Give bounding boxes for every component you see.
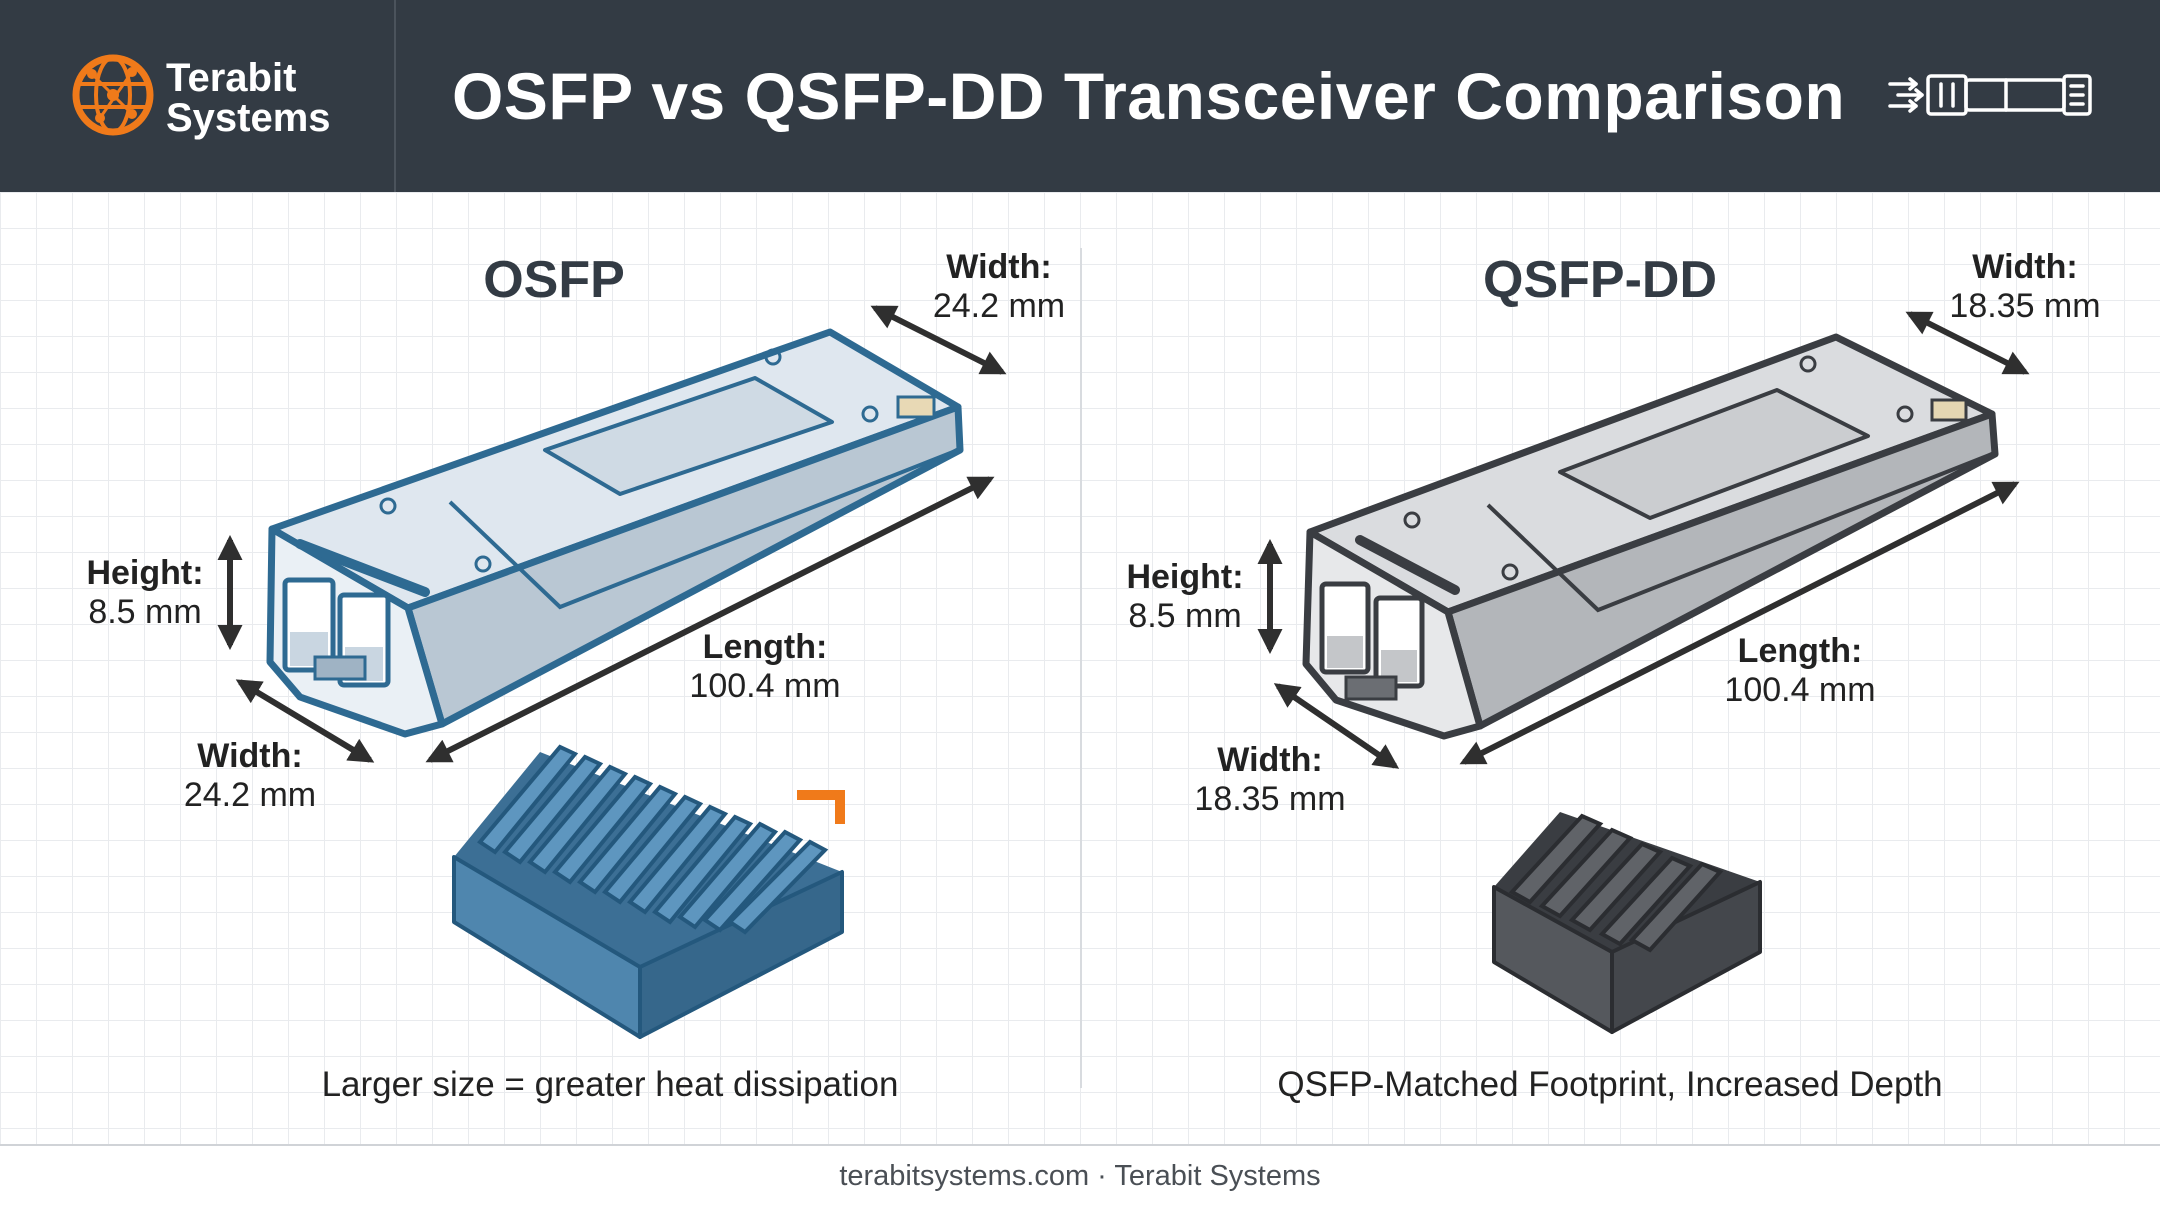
- brand-line-1: Terabit: [166, 56, 297, 100]
- header-divider: [394, 0, 396, 192]
- osfp-heatsink-illustration: [452, 744, 845, 1039]
- qsfpdd-height-title: Height:: [1126, 558, 1244, 596]
- osfp-width-top-title: Width:: [946, 248, 1052, 286]
- qsfpdd-width-bottom-title: Width:: [1217, 741, 1323, 779]
- qsfpdd-height-value: 8.5 mm: [1128, 597, 1242, 635]
- qsfpdd-width-top-value: 18.35 mm: [1949, 287, 2101, 325]
- qsfpdd-dimension-arrows: [1257, 311, 2030, 769]
- footer-rule: [0, 1144, 2160, 1146]
- panel-divider: [1080, 248, 1082, 1088]
- qsfpdd-caption: QSFP-Matched Footprint, Increased Depth: [1277, 1065, 1943, 1104]
- osfp-width-bottom-title: Width:: [197, 737, 303, 775]
- footer-text: terabitsystems.com · Terabit Systems: [839, 1160, 1321, 1192]
- osfp-width-bottom-label: Width: 24.2 mm: [160, 737, 340, 815]
- qsfpdd-width-top-label: Width: 18.35 mm: [1930, 248, 2120, 326]
- comparison-diagram: [217, 305, 2030, 1039]
- footer: terabitsystems.com · Terabit Systems: [0, 1146, 2160, 1206]
- header-bar: Terabit Systems OSFP vs QSFP-DD Transcei…: [0, 0, 2160, 192]
- osfp-dimension-arrows: [217, 305, 1007, 763]
- qsfpdd-height-label: Height: 8.5 mm: [1110, 558, 1260, 636]
- osfp-width-top-label: Width: 24.2 mm: [904, 248, 1094, 326]
- osfp-caption: Larger size = greater heat dissipation: [321, 1065, 899, 1104]
- qsfpdd-width-bottom-value: 18.35 mm: [1194, 780, 1346, 818]
- brand-name: Terabit Systems: [166, 58, 331, 138]
- globe-network-icon: [72, 54, 154, 136]
- osfp-title: OSFP: [483, 251, 625, 309]
- osfp-length-value: 100.4 mm: [689, 667, 841, 705]
- osfp-height-label: Height: 8.5 mm: [70, 554, 220, 632]
- qsfpdd-width-bottom-label: Width: 18.35 mm: [1175, 741, 1365, 819]
- page-title: OSFP vs QSFP-DD Transceiver Comparison: [452, 59, 1846, 133]
- osfp-length-title: Length:: [702, 628, 828, 666]
- osfp-length-label: Length: 100.4 mm: [665, 628, 865, 706]
- qsfpdd-title: QSFP-DD: [1483, 251, 1717, 309]
- qsfpdd-heatsink-illustration: [1492, 812, 1762, 1034]
- osfp-height-value: 8.5 mm: [88, 593, 202, 631]
- qsfpdd-length-value: 100.4 mm: [1724, 671, 1876, 709]
- qsfpdd-width-top-title: Width:: [1972, 248, 2078, 286]
- osfp-width-top-value: 24.2 mm: [932, 287, 1066, 325]
- transceiver-module-icon: [1888, 74, 2092, 116]
- osfp-height-title: Height:: [86, 554, 204, 592]
- qsfpdd-length-label: Length: 100.4 mm: [1695, 632, 1905, 710]
- qsfpdd-length-title: Length:: [1737, 632, 1863, 670]
- osfp-width-bottom-value: 24.2 mm: [183, 776, 317, 814]
- brand-line-2: Systems: [166, 96, 331, 140]
